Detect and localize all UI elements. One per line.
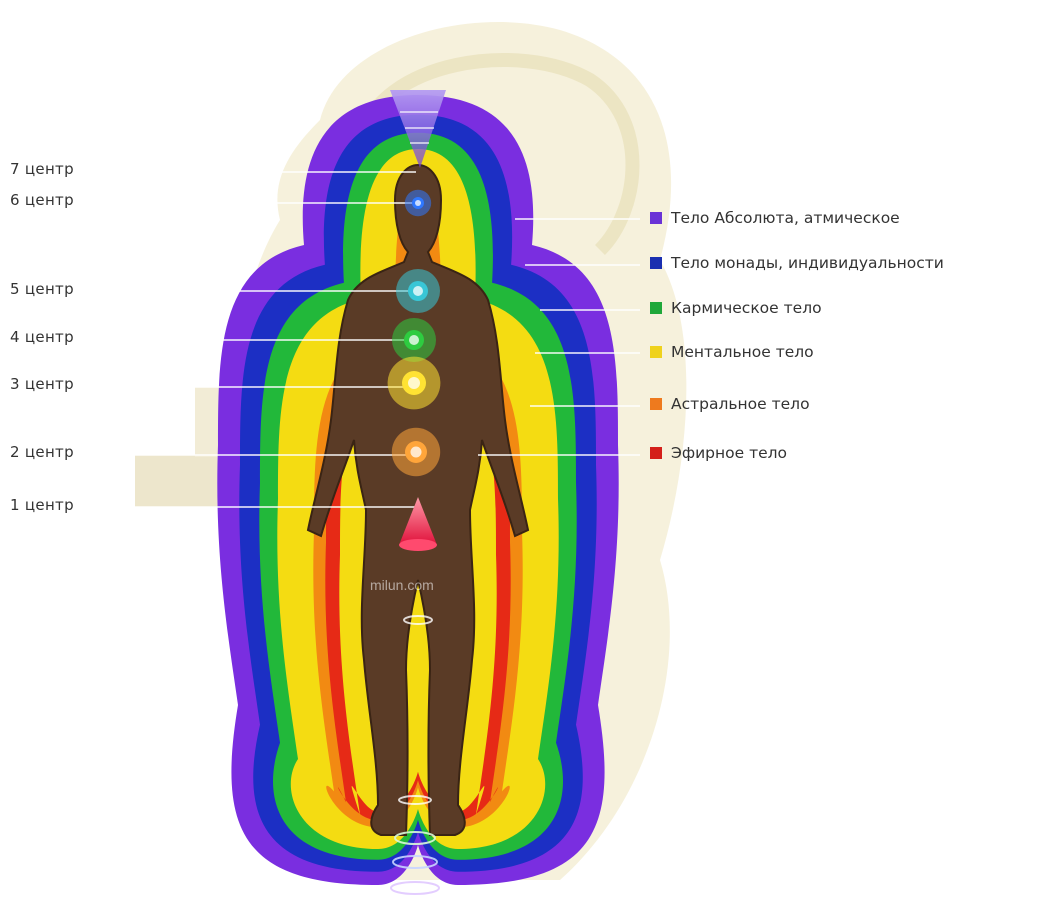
legend-swatch xyxy=(650,398,662,410)
center-label-1: 1 центр xyxy=(10,496,74,514)
legend-label: Кармическое тело xyxy=(671,299,822,317)
center-label-6: 6 центр xyxy=(10,191,74,209)
center-label-2: 2 центр xyxy=(10,443,74,461)
legend-swatch xyxy=(650,257,662,269)
chakra-6 xyxy=(405,190,431,216)
legend-swatch xyxy=(650,212,662,224)
center-label-3: 3 центр xyxy=(10,375,74,393)
center-label-5: 5 центр xyxy=(10,280,74,298)
legend-label: Тело Абсолюта, атмическое xyxy=(671,209,900,227)
legend-swatch xyxy=(650,447,662,459)
chakra-2 xyxy=(392,428,440,476)
chakra-5 xyxy=(396,269,440,313)
center-label-4: 4 центр xyxy=(10,328,74,346)
center-label-7: 7 центр xyxy=(10,160,74,178)
legend-item-karmic: Кармическое тело xyxy=(650,299,822,317)
chakra-4 xyxy=(392,318,436,362)
watermark-text: milun.com xyxy=(370,577,434,593)
legend-item-mental: Ментальное тело xyxy=(650,343,814,361)
legend-label: Эфирное тело xyxy=(671,444,787,462)
chakra-3 xyxy=(388,357,441,410)
legend-label: Астральное тело xyxy=(671,395,810,413)
legend-label: Тело монады, индивидуальности xyxy=(671,254,944,272)
legend-item-etheric: Эфирное тело xyxy=(650,444,787,462)
legend-label: Ментальное тело xyxy=(671,343,814,361)
legend-swatch xyxy=(650,346,662,358)
legend-item-astral: Астральное тело xyxy=(650,395,810,413)
legend-item-monad: Тело монады, индивидуальности xyxy=(650,254,944,272)
legend-item-atmic: Тело Абсолюта, атмическое xyxy=(650,209,900,227)
root-cone-base xyxy=(399,539,437,551)
legend-swatch xyxy=(650,302,662,314)
